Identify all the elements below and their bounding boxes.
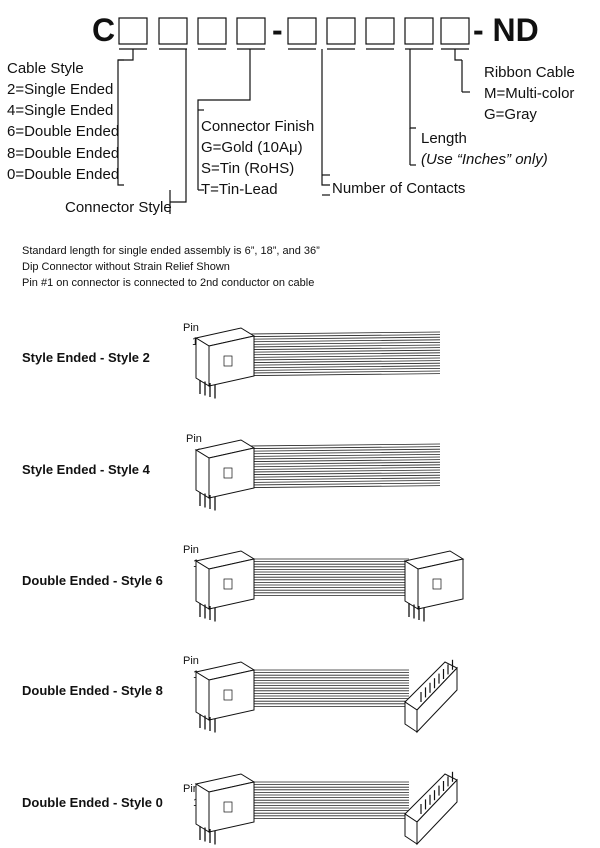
- connector-right: [404, 771, 458, 846]
- cable-style-option-4: 4=Single Ended: [7, 102, 114, 119]
- code-box-5: [287, 17, 317, 45]
- connector-left: [194, 439, 256, 511]
- style-2-pin-label: Pin: [183, 322, 199, 334]
- style-8-pin-label: Pin: [183, 655, 199, 667]
- code-box-6: [326, 17, 356, 45]
- style-4-label: Style Ended - Style 4: [22, 462, 150, 477]
- number-of-contacts-title: Number of Contacts: [332, 180, 466, 197]
- code-box-1: [118, 17, 148, 45]
- ribbon-cable-multicolor: M=Multi-color: [484, 85, 575, 102]
- style-6-pin-label: Pin: [183, 544, 199, 556]
- code-box-3: [197, 17, 227, 45]
- code-box-8: [404, 17, 434, 45]
- style-2-label: Style Ended - Style 2: [22, 350, 150, 365]
- ribbon-cable-gray: G=Gray: [484, 106, 537, 123]
- length-title: Length: [421, 130, 467, 147]
- cable-style-option-8: 8=Double Ended: [7, 145, 120, 162]
- assembly-style-0: [194, 771, 458, 846]
- code-box-9: [440, 17, 470, 45]
- connector-finish-tin-lead: T=Tin-Lead: [201, 181, 278, 198]
- connector-finish-gold: G=Gold (10Aμ): [201, 139, 303, 156]
- assembly-style-8: [194, 659, 458, 734]
- ribbon-cable: [249, 331, 441, 376]
- length-note: (Use “Inches” only): [421, 151, 548, 168]
- connector-finish-title: Connector Finish: [201, 118, 315, 135]
- connector-left: [194, 773, 256, 845]
- connector-left: [194, 550, 256, 622]
- assembly-style-6: [194, 550, 465, 622]
- ribbon-cable: [250, 669, 409, 707]
- style-8-label: Double Ended - Style 8: [22, 683, 163, 698]
- code-box-4: [236, 17, 266, 45]
- style-0-label: Double Ended - Style 0: [22, 795, 163, 810]
- code-box-7: [365, 17, 395, 45]
- cable-style-title: Cable Style: [7, 60, 84, 77]
- assembly-style-4: [194, 439, 441, 511]
- connector-left: [194, 327, 256, 399]
- part-suffix: - ND: [473, 12, 539, 48]
- style-4-pin-label: Pin: [186, 433, 202, 445]
- ribbon-cable: [249, 443, 441, 488]
- connector-style-title: Connector Style: [65, 199, 172, 216]
- ribbon-cable-title: Ribbon Cable: [484, 64, 575, 81]
- cable-style-option-2: 2=Single Ended: [7, 81, 114, 98]
- style-6-label: Double Ended - Style 6: [22, 573, 163, 588]
- connector-left: [194, 661, 256, 733]
- note-standard-length: Standard length for single ended assembl…: [22, 245, 320, 257]
- connector-finish-tin: S=Tin (RoHS): [201, 160, 295, 177]
- note-pin-1: Pin #1 on connector is connected to 2nd …: [22, 277, 315, 289]
- connector-right: [404, 659, 458, 734]
- assembly-style-2: [194, 327, 441, 399]
- note-dip-connector: Dip Connector without Strain Relief Show…: [22, 261, 230, 273]
- code-box-2: [158, 17, 188, 45]
- cable-style-option-6: 6=Double Ended: [7, 123, 120, 140]
- part-prefix: C: [92, 12, 116, 48]
- style-2-pin-number: 1: [192, 336, 199, 348]
- ribbon-cable: [250, 558, 409, 596]
- style-0-pin-label: Pin: [183, 783, 199, 795]
- cable-style-option-0: 0=Double Ended: [7, 166, 120, 183]
- ribbon-cable: [250, 781, 409, 819]
- part-dash: -: [272, 12, 283, 48]
- connector-right: [403, 550, 465, 622]
